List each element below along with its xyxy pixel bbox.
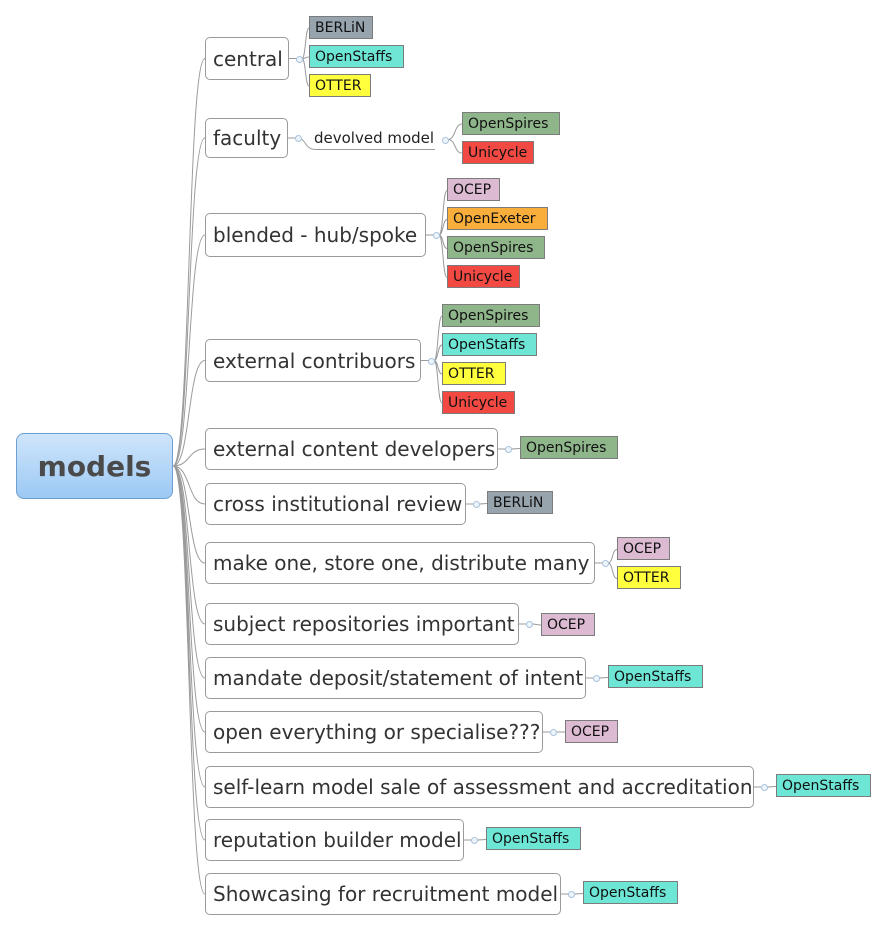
branch-node-cross-institutional-review[interactable]: cross institutional review [205,483,466,525]
collapse-toggle-showcasing-for-recruitment-model[interactable] [568,891,575,898]
collapse-toggle-blended-hub-spoke[interactable] [433,232,440,239]
collapse-toggle-self-learn-model-sale-of-assessment-and-accreditation[interactable] [761,784,768,791]
tag-openstaffs[interactable]: OpenStaffs [486,827,581,850]
tag-openspires[interactable]: OpenSpires [442,304,540,327]
tag-openstaffs[interactable]: OpenStaffs [583,881,678,904]
collapse-toggle-external-content-developers[interactable] [505,446,512,453]
branch-node-blended-hub-spoke[interactable]: blended - hub/spoke [205,213,426,257]
branch-label: reputation builder model [213,828,462,852]
tag-unicycle[interactable]: Unicycle [447,265,520,288]
branch-label: make one, store one, distribute many [213,551,590,575]
tag-otter[interactable]: OTTER [442,362,506,385]
branch-node-self-learn-model-sale-of-assessment-and-accreditation[interactable]: self-learn model sale of assessment and … [205,766,754,808]
branch-label: blended - hub/spoke [213,223,418,247]
tag-unicycle[interactable]: Unicycle [462,141,534,164]
collapse-toggle-external-contribuors[interactable] [428,357,435,365]
tag-ocep[interactable]: OCEP [565,720,618,743]
collapse-toggle-devolved-model[interactable] [442,136,449,144]
tag-otter[interactable]: OTTER [309,74,371,97]
branch-label: open everything or specialise??? [213,720,541,744]
branch-node-faculty[interactable]: faculty [205,118,288,158]
branch-node-central[interactable]: central [205,37,289,80]
collapse-toggle-make-one-store-one-distribute-many[interactable] [602,560,609,567]
tag-openexeter[interactable]: OpenExeter [447,207,548,230]
branch-node-subject-repositories-important[interactable]: subject repositories important [205,603,519,645]
tag-berlin[interactable]: BERLiN [487,491,553,514]
branch-label: faculty [213,126,282,150]
collapse-toggle-central[interactable] [296,55,303,63]
branch-node-reputation-builder-model[interactable]: reputation builder model [205,819,464,861]
connector-path [172,27,777,895]
tag-ocep[interactable]: OCEP [541,613,595,636]
branch-label: self-learn model sale of assessment and … [213,775,753,799]
collapse-toggle-cross-institutional-review[interactable] [473,501,480,508]
tag-berlin[interactable]: BERLiN [309,16,373,39]
branch-node-mandate-deposit-statement-of-intent[interactable]: mandate deposit/statement of intent [205,657,586,699]
branch-node-external-content-developers[interactable]: external content developers [205,428,498,470]
tag-unicycle[interactable]: Unicycle [442,391,515,414]
branch-label: external contribuors [213,348,416,373]
branch-node-open-everything-or-specialise[interactable]: open everything or specialise??? [205,711,543,753]
tag-openstaffs[interactable]: OpenStaffs [309,45,404,68]
tag-otter[interactable]: OTTER [617,566,681,589]
root-node-models[interactable]: models [16,433,173,499]
branch-label: subject repositories important [213,612,515,636]
collapse-toggle-reputation-builder-model[interactable] [471,837,478,844]
tag-openstaffs[interactable]: OpenStaffs [442,333,537,356]
branch-label: mandate deposit/statement of intent [213,666,584,690]
tag-ocep[interactable]: OCEP [447,178,500,201]
branch-node-external-contribuors[interactable]: external contribuors [205,339,421,382]
collapse-toggle-subject-repositories-important[interactable] [526,621,533,628]
sub-node-devolved-model[interactable]: devolved model [314,129,435,147]
tag-openstaffs[interactable]: OpenStaffs [776,774,871,797]
branch-node-make-one-store-one-distribute-many[interactable]: make one, store one, distribute many [205,542,595,584]
collapse-toggle-mandate-deposit-statement-of-intent[interactable] [593,675,600,682]
branch-label: central [213,46,283,71]
tag-ocep[interactable]: OCEP [617,537,670,560]
branch-label: Showcasing for recruitment model [213,882,559,906]
tag-openspires[interactable]: OpenSpires [462,112,560,135]
collapse-toggle-faculty[interactable] [295,135,302,142]
branch-label: cross institutional review [213,492,463,516]
branch-node-showcasing-for-recruitment-model[interactable]: Showcasing for recruitment model [205,873,561,915]
tag-openstaffs[interactable]: OpenStaffs [608,665,703,688]
tag-openspires[interactable]: OpenSpires [447,236,545,259]
tag-openspires[interactable]: OpenSpires [520,436,618,459]
root-label: models [37,449,152,483]
branch-label: external content developers [213,437,496,461]
collapse-toggle-open-everything-or-specialise[interactable] [550,729,557,736]
